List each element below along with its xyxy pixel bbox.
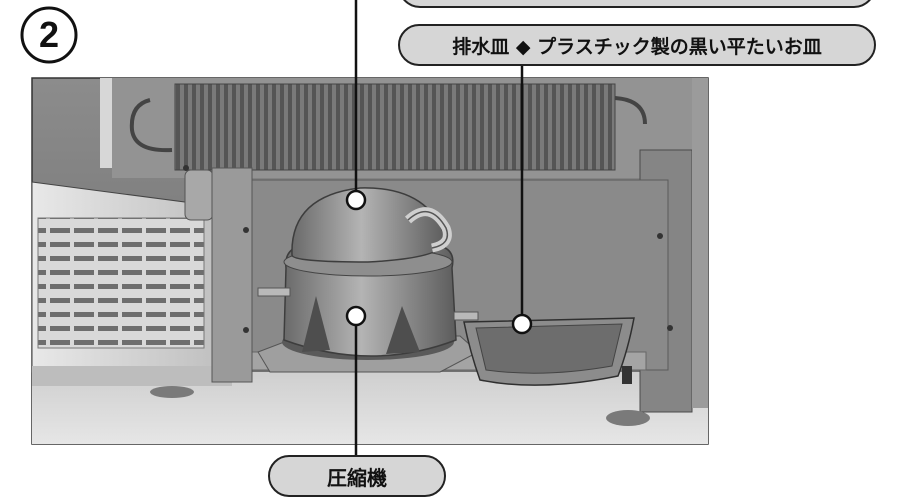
- drain-pan-label: 排水皿 ◆ プラスチック製の黒い平たいお皿: [452, 35, 822, 58]
- compressor-callout: 圧縮機: [268, 455, 446, 497]
- compressor-label: 圧縮機: [327, 465, 387, 490]
- drain-pan-callout: 排水皿 ◆ プラスチック製の黒い平たいお皿: [398, 24, 876, 66]
- compressor-body-marker: [345, 305, 367, 327]
- step-number-text: 2: [39, 14, 59, 55]
- step-number-badge: 2: [18, 4, 80, 66]
- step-number-circle-icon: 2: [20, 6, 78, 64]
- callout-partial-top: [398, 0, 876, 8]
- drain-pan-marker: [511, 313, 533, 335]
- compressor-top-marker: [345, 189, 367, 211]
